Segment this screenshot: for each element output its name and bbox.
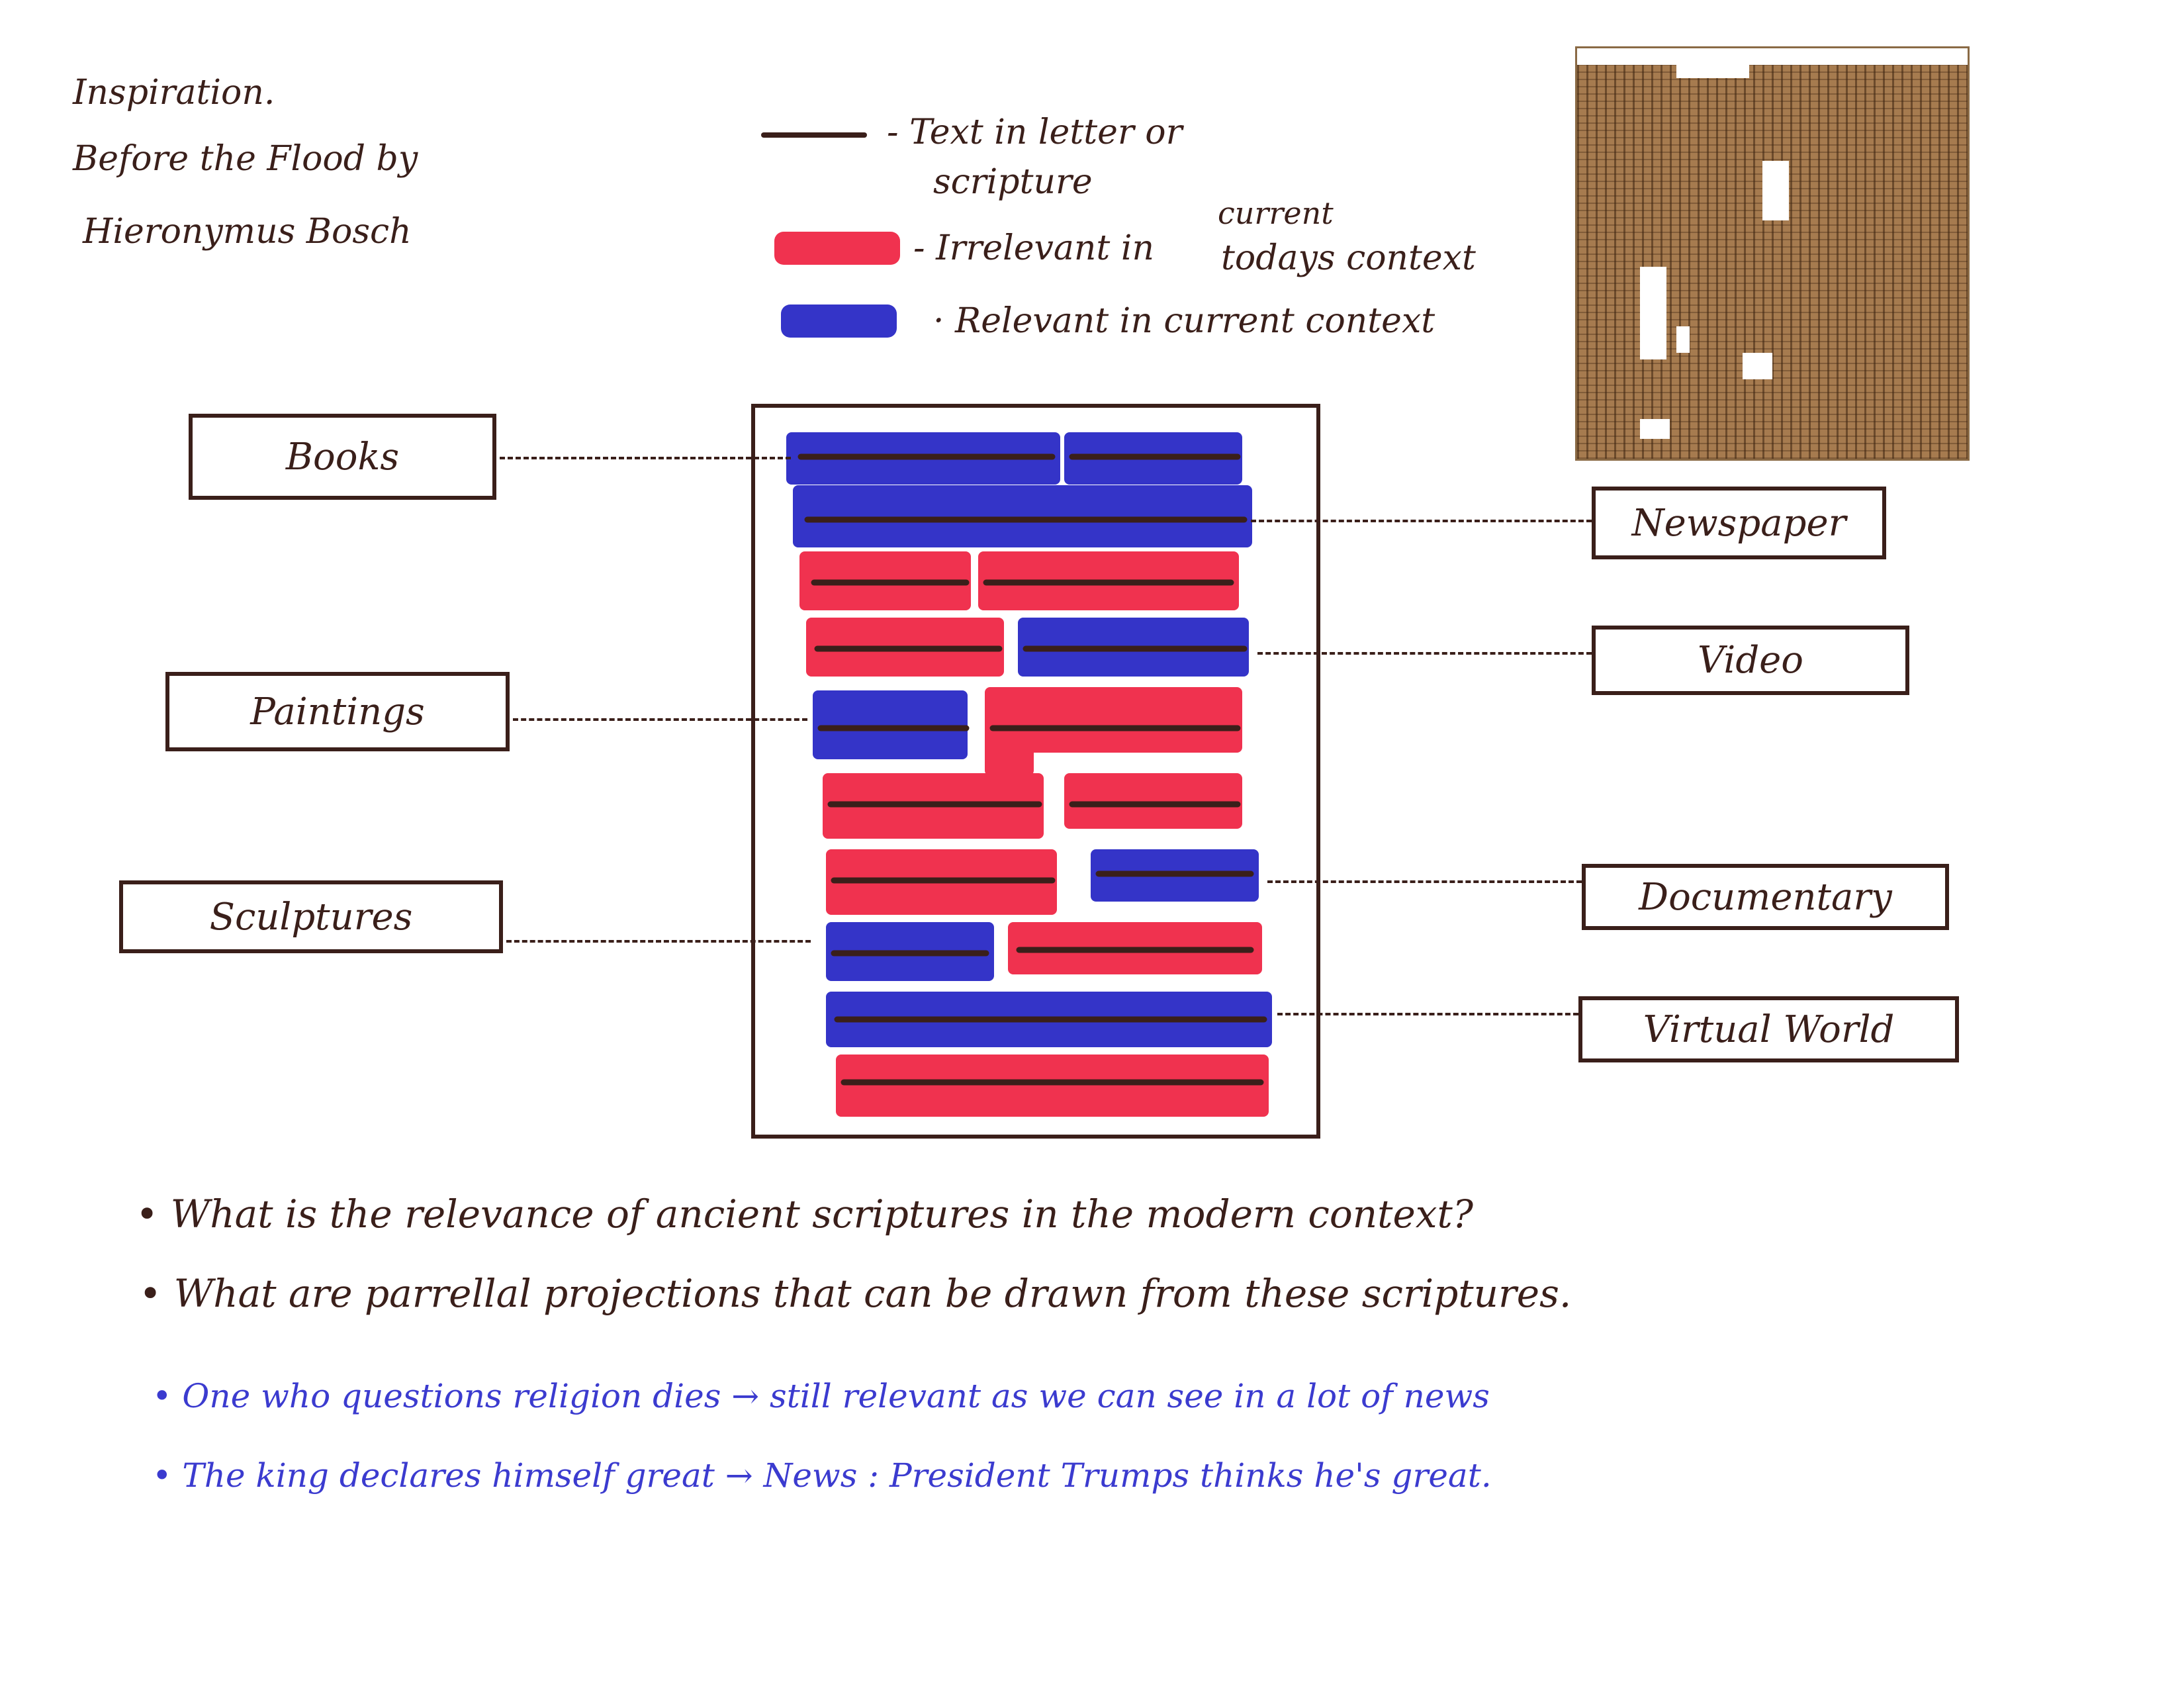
inspiration-heading: Inspiration.	[73, 73, 275, 113]
irrelevant-bar-17	[836, 1055, 1269, 1117]
connector-virtual-world	[1277, 1013, 1578, 1015]
legend-red-label-cont: todays context	[1221, 238, 1476, 278]
irrelevant-bar-11	[1064, 773, 1242, 829]
legend-red-label: - Irrelevant in	[913, 228, 1154, 268]
inspiration-line1: Before the Flood by	[73, 139, 418, 179]
label-sculptures: Sculptures	[119, 880, 503, 953]
papyrus-image	[1575, 46, 1970, 461]
connector-books	[500, 457, 791, 459]
connector-newspaper	[1251, 520, 1592, 522]
scripture-document	[751, 404, 1320, 1139]
legend-text-label: - Text in letter or	[887, 113, 1183, 152]
irrelevant-bar-9	[985, 727, 1034, 776]
connector-paintings	[513, 718, 807, 721]
connector-documentary	[1267, 880, 1582, 883]
note-2: • The king declares himself great → News…	[152, 1456, 1492, 1495]
label-documentary: Documentary	[1582, 864, 1949, 930]
label-video: Video	[1592, 626, 1909, 695]
legend-blue-swatch	[781, 305, 897, 338]
label-virtual-world: Virtual World	[1578, 996, 1959, 1062]
legend-text-label-cont: scripture	[933, 162, 1093, 202]
note-1: • One who questions religion dies → stil…	[152, 1377, 1490, 1415]
question-1: • What is the relevance of ancient scrip…	[136, 1192, 1473, 1237]
connector-sculptures	[506, 940, 811, 943]
label-newspaper: Newspaper	[1592, 487, 1886, 559]
label-books: Books	[189, 414, 496, 500]
inspiration-line2: Hieronymus Bosch	[83, 212, 412, 252]
legend-red-swatch	[774, 232, 900, 265]
question-2: • What are parrellal projections that ca…	[139, 1271, 1572, 1316]
relevant-bar-7	[813, 690, 968, 759]
label-paintings: Paintings	[165, 672, 510, 751]
legend-text-line	[761, 132, 867, 138]
relevant-bar-2	[793, 485, 1252, 547]
legend-red-label-above: current	[1218, 195, 1334, 231]
legend-blue-label: · Relevant in current context	[933, 301, 1435, 341]
connector-video	[1257, 652, 1592, 655]
irrelevant-bar-8	[985, 687, 1242, 753]
